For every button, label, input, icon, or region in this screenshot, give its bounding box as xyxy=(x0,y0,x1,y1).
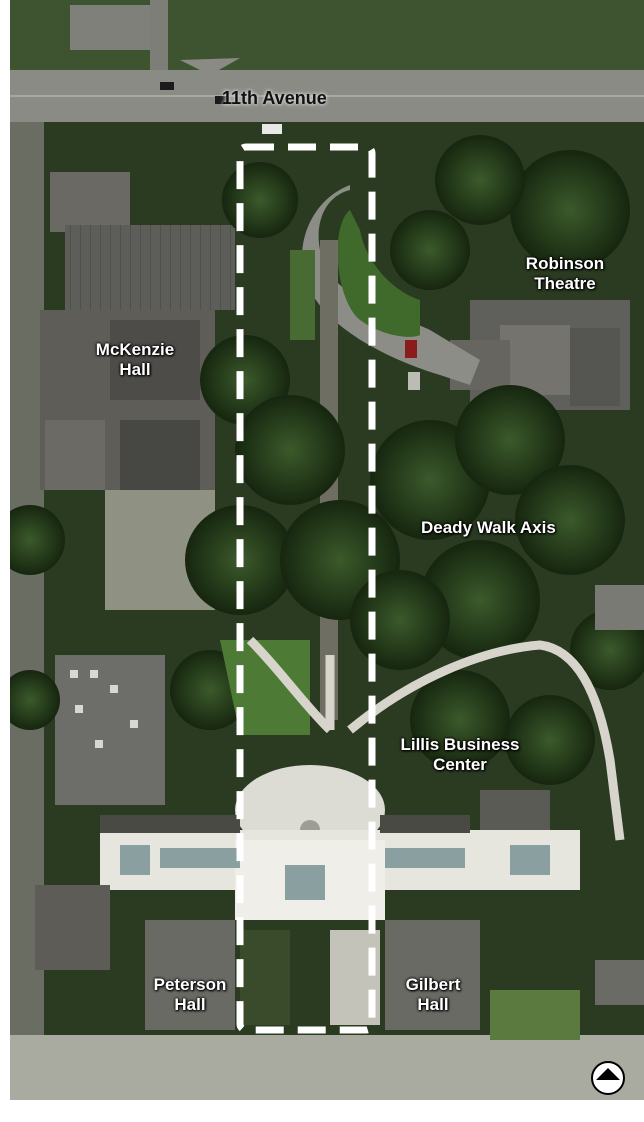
mckenzie-shadow xyxy=(120,420,200,490)
south-plaza xyxy=(10,1035,644,1100)
label-mckenzie-hall: McKenzie Hall xyxy=(85,340,185,380)
lawn-strip xyxy=(290,250,315,340)
driveway-island-lawn xyxy=(337,210,420,337)
north-arrow-icon xyxy=(591,1061,625,1095)
side-street xyxy=(150,0,168,70)
label-gilbert-line2: Hall xyxy=(417,995,449,1014)
car xyxy=(262,124,282,134)
label-lillis-line1: Lillis Business xyxy=(400,735,520,754)
peterson-hall-roof xyxy=(145,920,235,1030)
mckenzie-hall-block xyxy=(110,320,200,400)
label-peterson-line2: Hall xyxy=(174,995,206,1014)
label-mckenzie-line1: McKenzie xyxy=(95,340,175,359)
label-deady-walk-axis: Deady Walk Axis xyxy=(421,518,556,537)
southwest-building xyxy=(35,885,110,970)
label-lillis-business-center: Lillis Business Center xyxy=(380,735,540,775)
mckenzie-hall-roof xyxy=(65,225,235,310)
courtyard-west xyxy=(240,930,290,1025)
mckenzie-wing xyxy=(50,172,130,232)
curving-path-west xyxy=(246,636,334,734)
tree-canopy xyxy=(10,135,644,785)
label-11th-avenue: 11th Avenue xyxy=(222,88,327,108)
label-peterson-hall: Peterson Hall xyxy=(140,975,240,1015)
lillis-roof-edge-east xyxy=(380,815,470,833)
south-lawn xyxy=(490,990,580,1040)
red-vehicle xyxy=(405,340,417,358)
aerial-photo xyxy=(10,0,644,1100)
road-centerline xyxy=(10,95,644,97)
east-building xyxy=(595,585,644,630)
car xyxy=(160,82,174,90)
lillis-east-tower xyxy=(480,790,550,830)
label-robinson-line2: Theatre xyxy=(534,274,596,293)
west-building-roof xyxy=(55,655,165,805)
shed xyxy=(408,372,420,390)
rooftop-units xyxy=(70,670,138,748)
deady-walk-axis-outline xyxy=(236,143,376,1034)
label-robinson-line1: Robinson xyxy=(525,254,605,273)
aerial-map: 11th Avenue Robinson Theatre McKenzie Ha… xyxy=(10,0,644,1100)
label-gilbert-line1: Gilbert xyxy=(405,975,461,994)
car xyxy=(215,96,227,104)
label-robinson-theatre: Robinson Theatre xyxy=(510,254,620,294)
road-curve xyxy=(180,58,240,75)
solar-panels xyxy=(120,845,550,900)
label-peterson-line1: Peterson xyxy=(153,975,227,994)
gilbert-hall-roof xyxy=(385,920,480,1030)
robinson-theatre-block xyxy=(500,325,570,395)
label-mckenzie-line2: Hall xyxy=(119,360,151,379)
parking-lot xyxy=(70,5,150,50)
mckenzie-annex xyxy=(45,420,105,490)
southeast-building xyxy=(595,960,644,1005)
driveway xyxy=(302,185,480,385)
label-lillis-line2: Center xyxy=(433,755,487,774)
curving-path-east xyxy=(347,640,625,841)
robinson-fly-tower xyxy=(570,328,620,406)
label-gilbert-hall: Gilbert Hall xyxy=(388,975,478,1015)
lillis-roof-edge-west xyxy=(100,815,240,833)
